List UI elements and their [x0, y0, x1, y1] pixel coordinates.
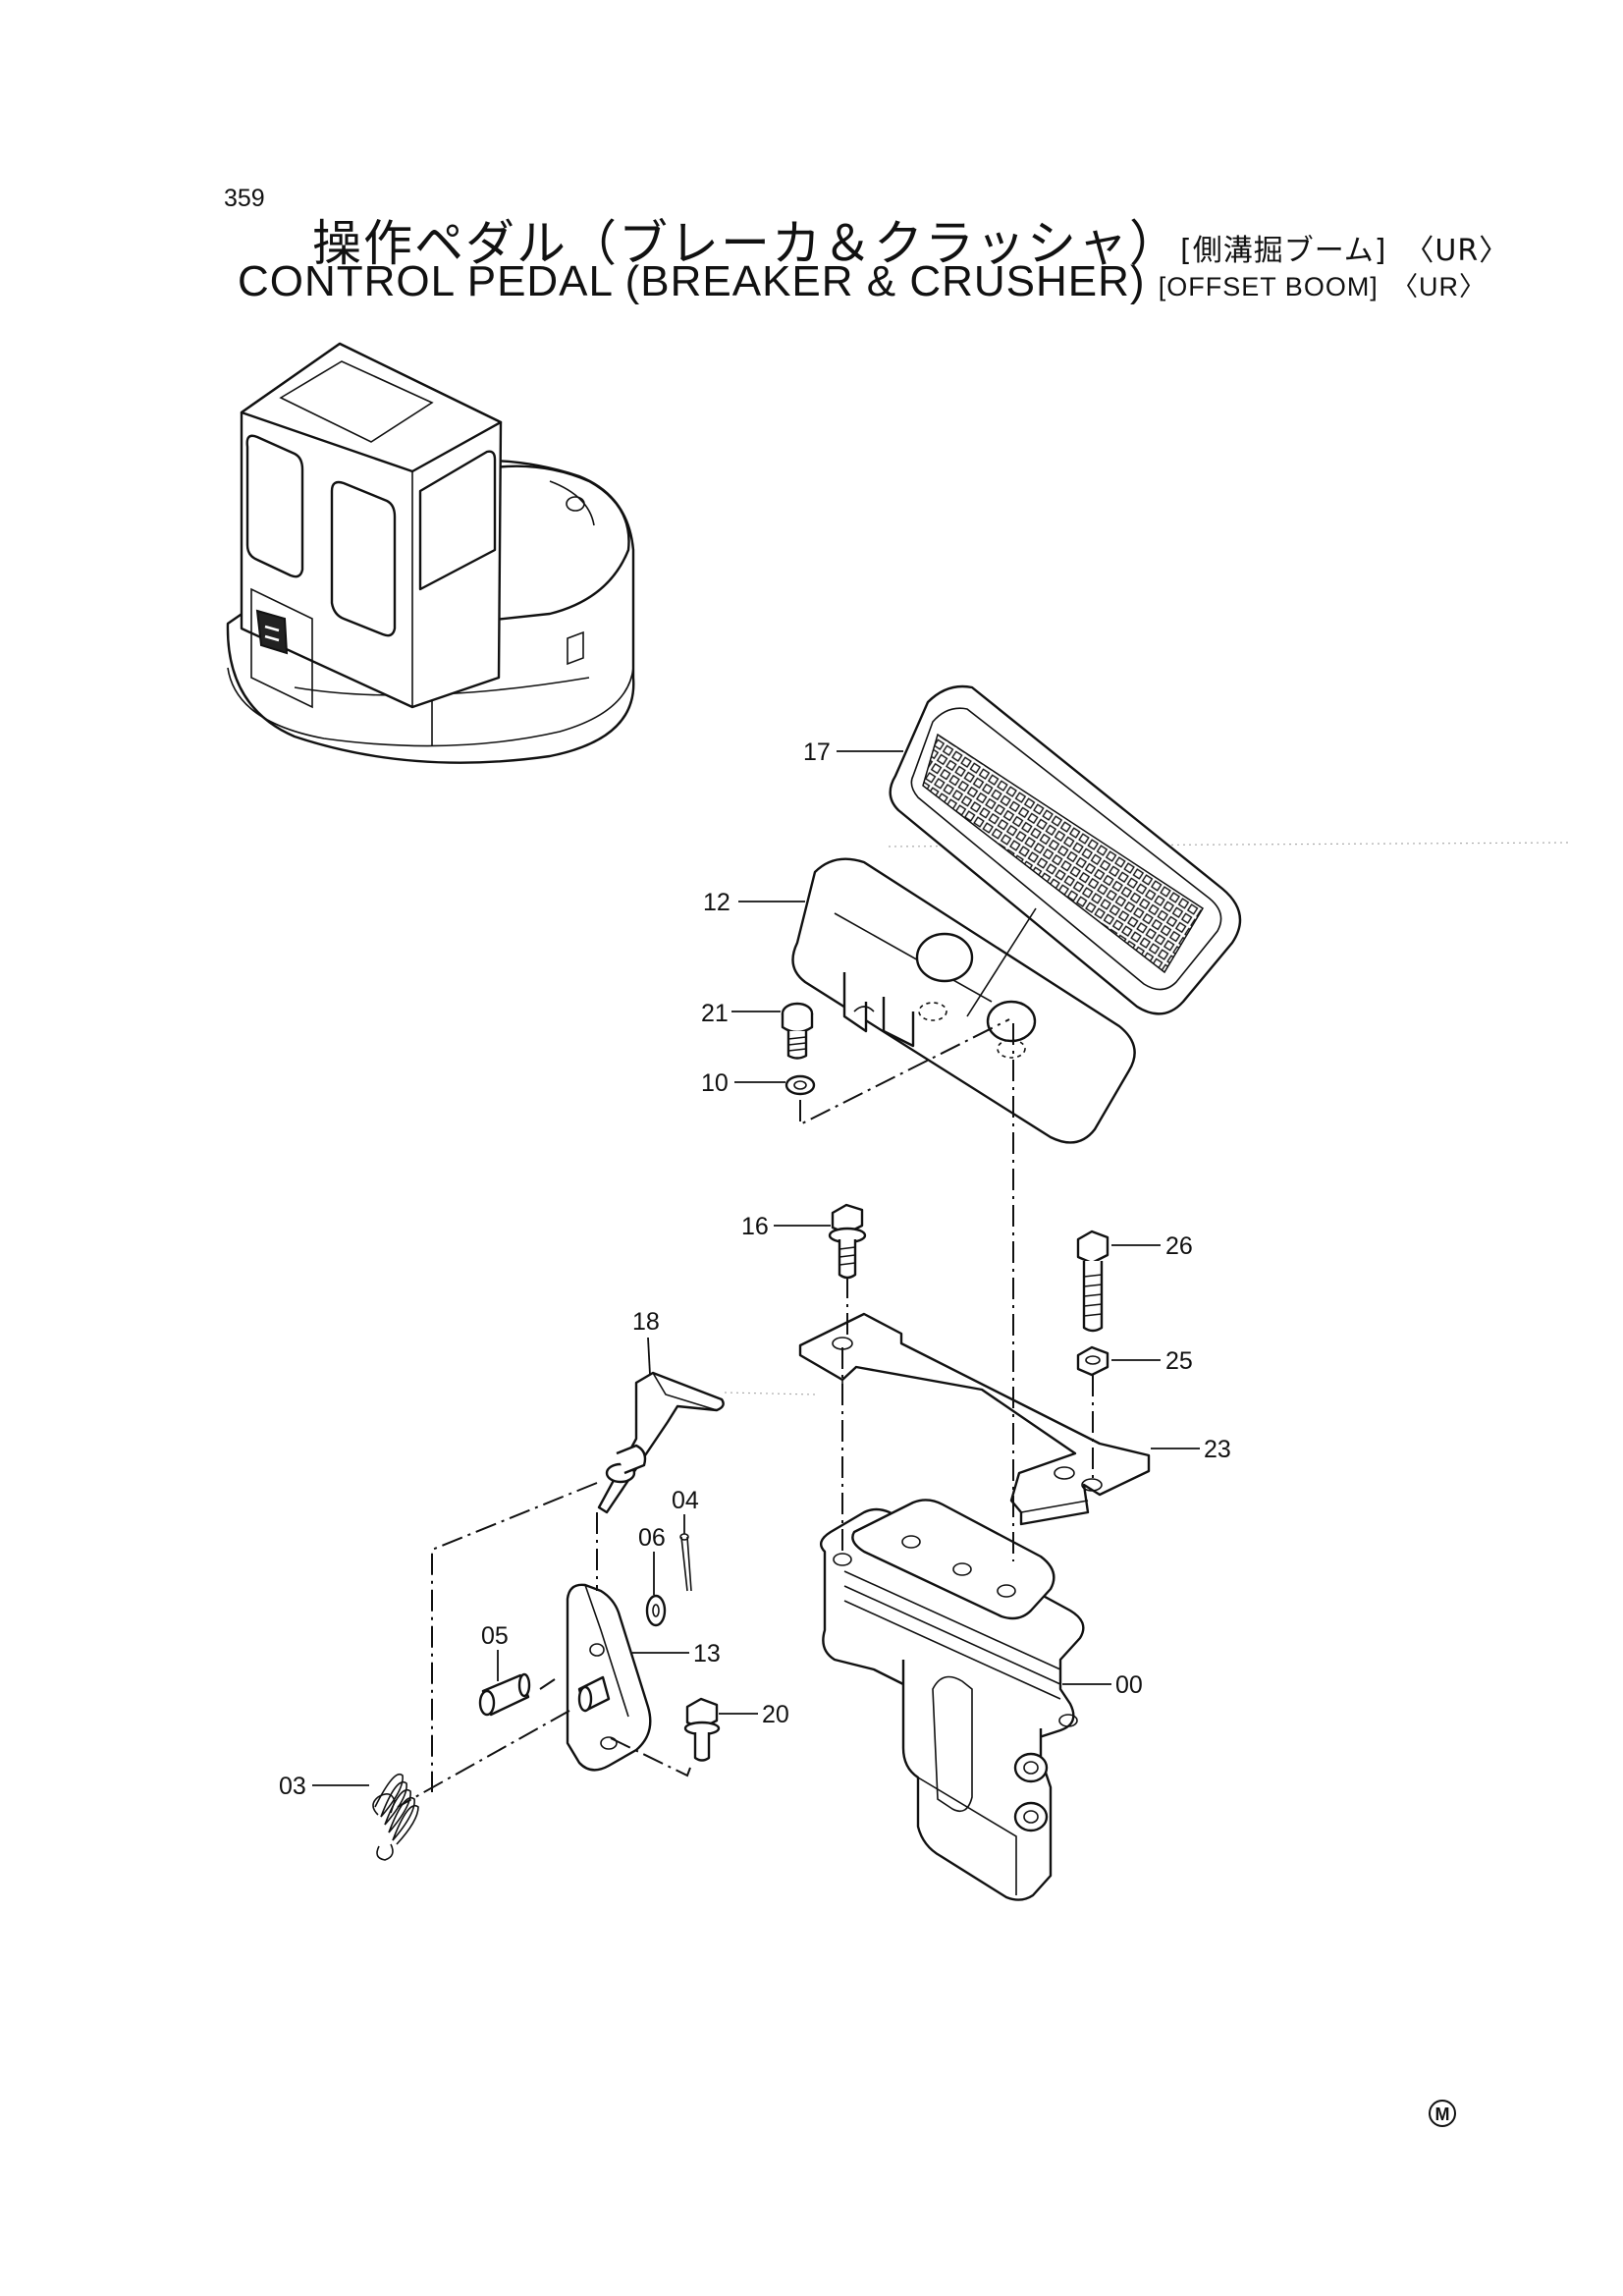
cotter-pin-04: [679, 1533, 692, 1592]
title-english: CONTROL PEDAL (BREAKER & CRUSHER) [OFFSE…: [238, 257, 1487, 306]
title-jp-variant: 〈UR〉: [1404, 234, 1510, 268]
callout-18: 18: [632, 1308, 660, 1336]
pin-05: [478, 1672, 531, 1717]
callout-23: 23: [1204, 1436, 1231, 1463]
pedal-plate-12: [791, 857, 1136, 1144]
leader-lines: [312, 750, 1200, 1786]
callout-21: 21: [701, 1000, 729, 1027]
bracket-plate-23: [798, 1312, 1151, 1526]
callout-13: 13: [693, 1640, 721, 1667]
title-en-variant: 〈UR〉: [1391, 272, 1488, 301]
callout-03: 03: [279, 1773, 306, 1800]
washer-06: [645, 1594, 667, 1627]
m-mark: M: [1429, 2100, 1456, 2127]
bracket-13: [566, 1583, 652, 1772]
m-mark-letter: M: [1435, 2105, 1450, 2124]
bolt-20: [683, 1697, 721, 1762]
callout-00: 00: [1115, 1671, 1143, 1699]
callout-17: 17: [803, 738, 831, 766]
page-number: 359: [224, 185, 265, 212]
scan-artifact-line: [724, 1392, 816, 1395]
title-jp-main: 操作ペダル（ブレーカ＆クラッシャ）: [312, 215, 1180, 272]
spring-03: [372, 1773, 419, 1861]
callout-04: 04: [672, 1487, 699, 1514]
title-japanese: 操作ペダル（ブレーカ＆クラッシャ）[側溝掘ブーム] 〈UR〉: [312, 204, 1509, 275]
pedal-pad-17: [889, 684, 1242, 1015]
washer-10: [784, 1074, 816, 1096]
bolt-21: [781, 1002, 814, 1060]
bolt-26: [1076, 1230, 1109, 1333]
callout-06: 06: [638, 1524, 666, 1552]
callout-20: 20: [762, 1701, 789, 1728]
callout-05: 05: [481, 1622, 509, 1650]
callout-25: 25: [1165, 1347, 1193, 1375]
bolt-16: [828, 1203, 867, 1280]
callout-26: 26: [1165, 1232, 1193, 1260]
excavator-cab-illustration: [226, 342, 635, 764]
title-en-bracket: [OFFSET BOOM]: [1158, 272, 1379, 301]
title-en-main: CONTROL PEDAL (BREAKER & CRUSHER): [238, 257, 1146, 305]
arm-18: [597, 1371, 725, 1514]
callout-12: 12: [703, 889, 730, 916]
pedal-valve-00: [819, 1499, 1085, 1901]
callout-16: 16: [741, 1213, 769, 1240]
callout-labels: 17 12 21 10 16 26 25 18 23 04 06 05 13 0…: [279, 738, 1231, 1800]
title-jp-bracket: [側溝掘ブーム]: [1180, 234, 1387, 268]
nut-25: [1076, 1345, 1109, 1377]
assembly-lines: [397, 1023, 1094, 1808]
callout-10: 10: [701, 1069, 729, 1097]
